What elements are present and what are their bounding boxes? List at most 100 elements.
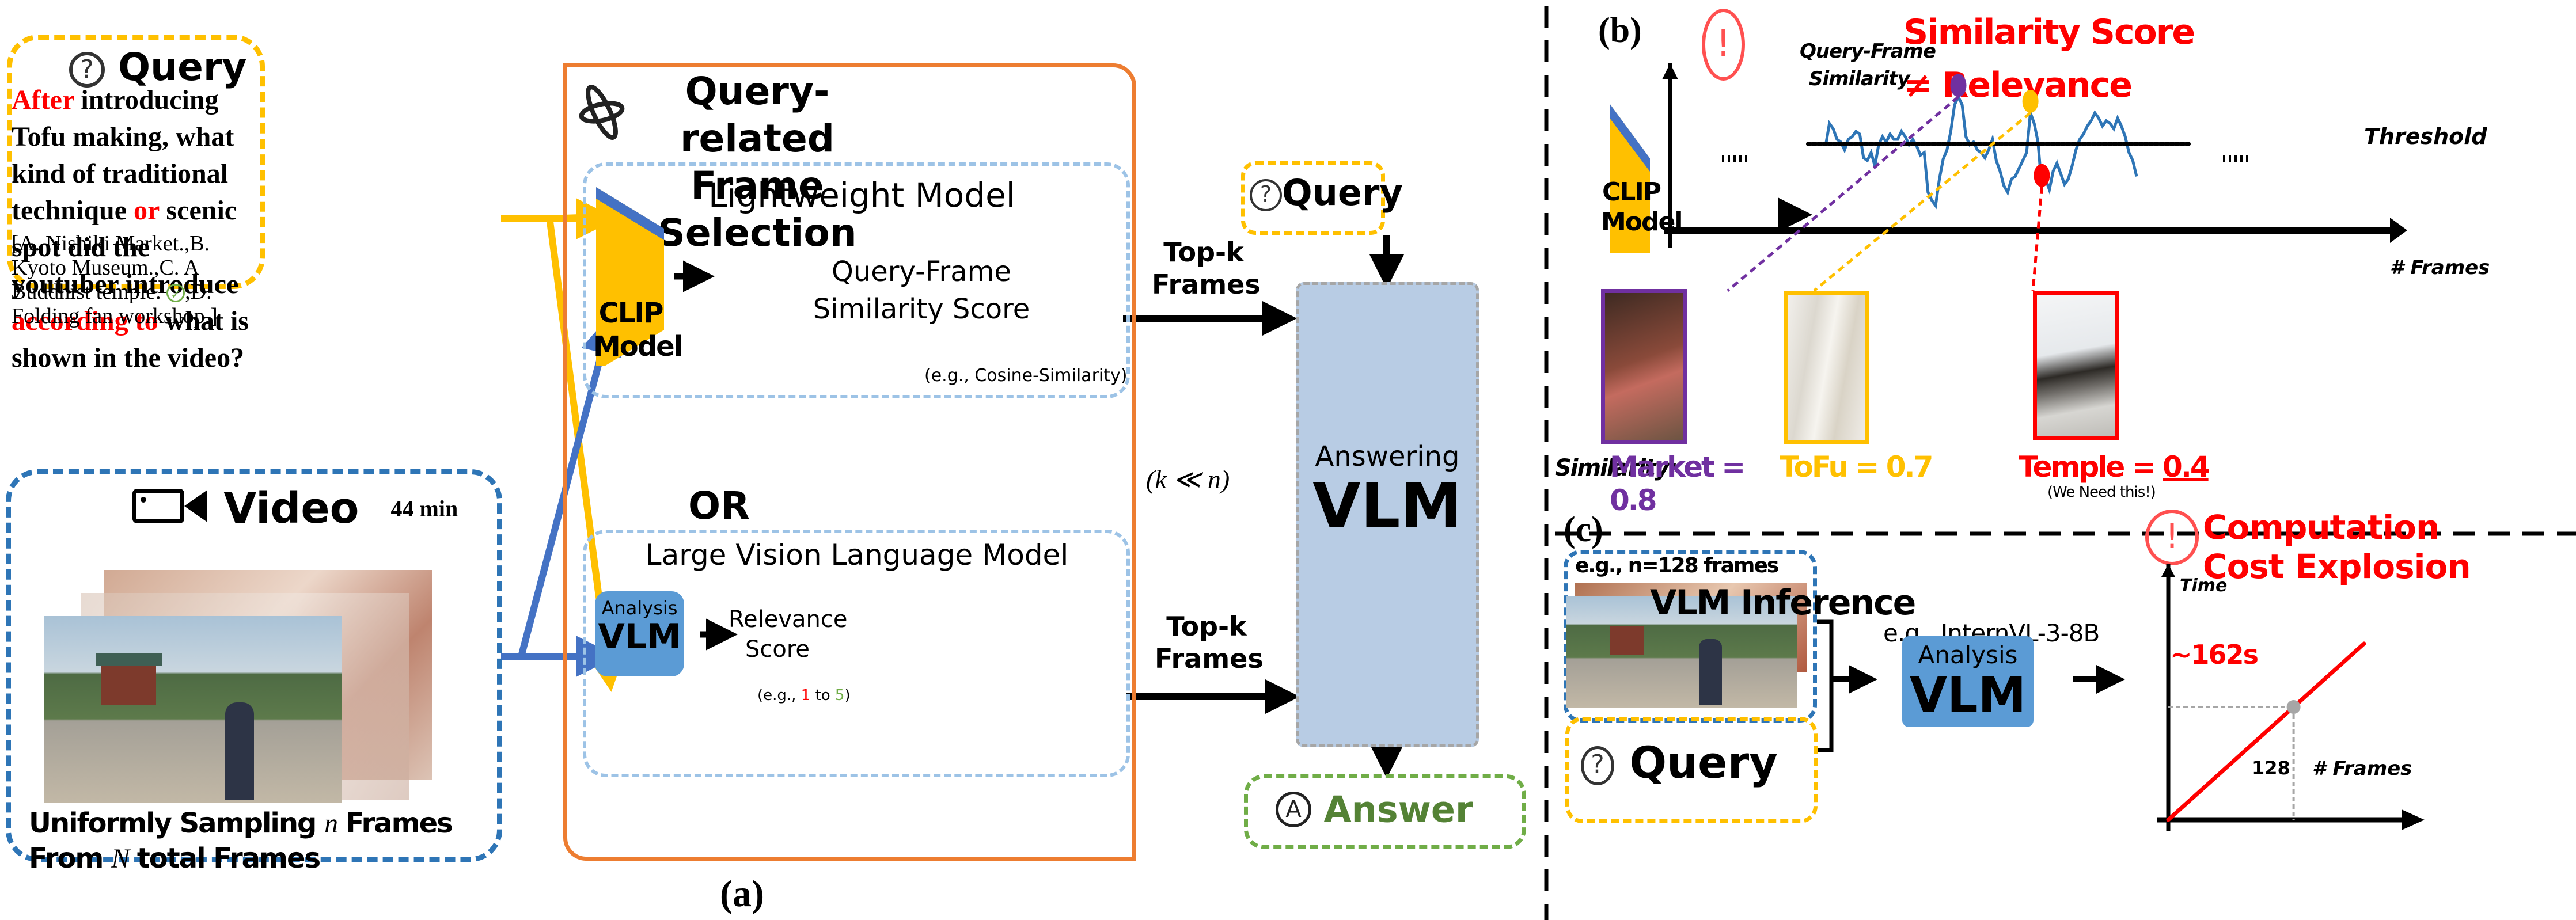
answering-label: Answering (1315, 440, 1460, 473)
analysis-vlm-c: Analysis VLM (1902, 636, 2034, 727)
topk-line: Frames (1155, 643, 1264, 674)
analysis-vlm-line1: Analysis (601, 597, 678, 619)
topk-line: Top-k (1166, 611, 1247, 642)
x-axis-label-c: # Frames (2312, 757, 2412, 780)
x-axis-arrowhead (2402, 809, 2425, 830)
question-segment: After (12, 85, 74, 115)
question-circle-icon: ? (1250, 178, 1282, 211)
example-text: to (810, 687, 835, 704)
video-header: Video 44 min (132, 484, 458, 533)
caption-text: total Frames (128, 842, 321, 875)
tofu-score: ToFu = 0.7 (1780, 450, 1934, 484)
caption-var-N: N (111, 843, 130, 874)
inference-title: VLM Inference (1650, 583, 1916, 623)
caption-text: Frames (337, 807, 453, 839)
clip-label-line: CLIP (598, 297, 664, 329)
y-axis-arrowhead (1662, 63, 1678, 79)
question-segment: scenic spot did the youtuber introduce (12, 195, 239, 299)
panel-c-label: (c) (1564, 510, 1603, 549)
example-text: ) (844, 687, 851, 704)
relevance-example: (e.g., 1 to 5) (757, 687, 851, 704)
warning-line: Computation (2203, 508, 2440, 547)
check-circle-icon: ✓ (166, 284, 185, 302)
similarity-chart (1662, 63, 2407, 292)
clip-model-label: CLIP Model (593, 296, 683, 363)
topk-upper-label: Top-k Frames (1152, 236, 1261, 301)
caption-var-n: n (324, 808, 338, 839)
panel-a-label: (a) (720, 873, 764, 915)
temple-point-leader (2031, 187, 2043, 291)
frame-name: Market (1610, 450, 1715, 484)
question-segment: or (134, 195, 160, 226)
answering-vlm-label: VLM (1312, 470, 1462, 542)
score-line: Similarity Score (813, 293, 1030, 325)
analysis-vlm-c-line2: VLM (1909, 667, 2027, 723)
frame-selection-box (563, 63, 1136, 861)
frame-selection-title: Query-related Frame Selection (622, 68, 893, 257)
similarity-example: (e.g., Cosine-Similarity) (924, 366, 1128, 386)
atom-icon (579, 81, 625, 144)
market-point (1950, 74, 1967, 97)
warning-line: Similarity Score (1903, 12, 2195, 52)
frame-temple (2033, 291, 2119, 440)
axis-label-line: Query-Frame (1800, 40, 1936, 63)
warning-text-c: Computation Cost Explosion (2203, 508, 2471, 586)
temple-note: (We Need this!) (2047, 484, 2156, 501)
threshold-label: Threshold (2364, 124, 2487, 149)
warning-line: ≠ Relevance (1903, 65, 2133, 105)
caption-text: From (29, 842, 112, 875)
bracket-inputs (1817, 619, 1834, 752)
tofu-point (2022, 90, 2039, 113)
y-axis-label-b: Query-Frame Similarity (1800, 37, 1936, 93)
question-segment: what is shown in the video? (12, 306, 249, 373)
frame-stack-c-front (1566, 596, 1797, 708)
similarity-score-label: Query-Frame Similarity Score (587, 253, 1140, 328)
title-line: Frame Selection (658, 164, 857, 255)
y-axis-label-c: Time (2180, 576, 2228, 596)
tofu-point-leader (1813, 112, 2032, 292)
clip-model-shape-b (1610, 104, 1656, 253)
clip-label-line: CLIP (1602, 177, 1661, 207)
warning-icon-b: ! (1702, 9, 1745, 81)
frame-name: Temple (2019, 450, 2125, 484)
lvlm-title: Large Vision Language Model (645, 538, 1069, 572)
warning-line: Cost Explosion (2203, 547, 2471, 586)
clip-label-line: Model (593, 330, 683, 363)
video-camera-icon (132, 489, 210, 528)
frame-tofu (1784, 291, 1869, 444)
topk-line: Frames (1152, 269, 1261, 300)
temple-point (2034, 164, 2050, 187)
question-segment: introducing Tofu making, what kind of tr… (12, 85, 234, 226)
analysis-vlm-line2: VLM (598, 617, 681, 657)
query-small: ?Query (1250, 172, 1403, 214)
or-label: OR (688, 484, 750, 528)
frame-value: 0.7 (1885, 450, 1934, 484)
k-note: (k ≪ n) (1146, 465, 1230, 494)
score-line: Relevance (729, 606, 848, 633)
answer-box (1244, 774, 1526, 849)
example-low: 1 (801, 687, 811, 704)
question-circle-icon: ? (1581, 746, 1614, 785)
lightweight-model-box (583, 162, 1130, 398)
clip-model-shape (596, 187, 665, 371)
query-small-label: Query (1282, 172, 1403, 214)
video-title: Video (223, 484, 359, 533)
x-axis-label-b: # Frames (2390, 256, 2490, 279)
market-score: Market = 0.8 (1610, 450, 1746, 517)
query-input-label: Query (1629, 737, 1778, 788)
topk-lower-label: Top-k Frames (1155, 610, 1264, 675)
similarity-line (1824, 93, 2138, 210)
options-text-a-c: [A. Nishiki Market.,B. Kyoto Museum.,C. … (12, 231, 210, 304)
question-segment: according to (12, 306, 158, 336)
query-small-box (1241, 161, 1385, 235)
answer-circle-icon: A (1276, 791, 1311, 827)
frames-count-label: e.g., n=128 frames (1575, 554, 1779, 577)
options-text-d: ,D. Folding fan workshop.] (12, 280, 218, 328)
example-high: 5 (834, 687, 845, 704)
relevance-score-label: Relevance Score (729, 605, 848, 664)
query-options: [A. Nishiki Market.,B. Kyoto Museum.,C. … (12, 231, 259, 328)
video-box (6, 469, 502, 862)
similarity-label: Similarity: (1555, 455, 1678, 481)
topk-line: Top-k (1163, 237, 1244, 268)
y-axis-arrowhead (2161, 564, 2175, 577)
